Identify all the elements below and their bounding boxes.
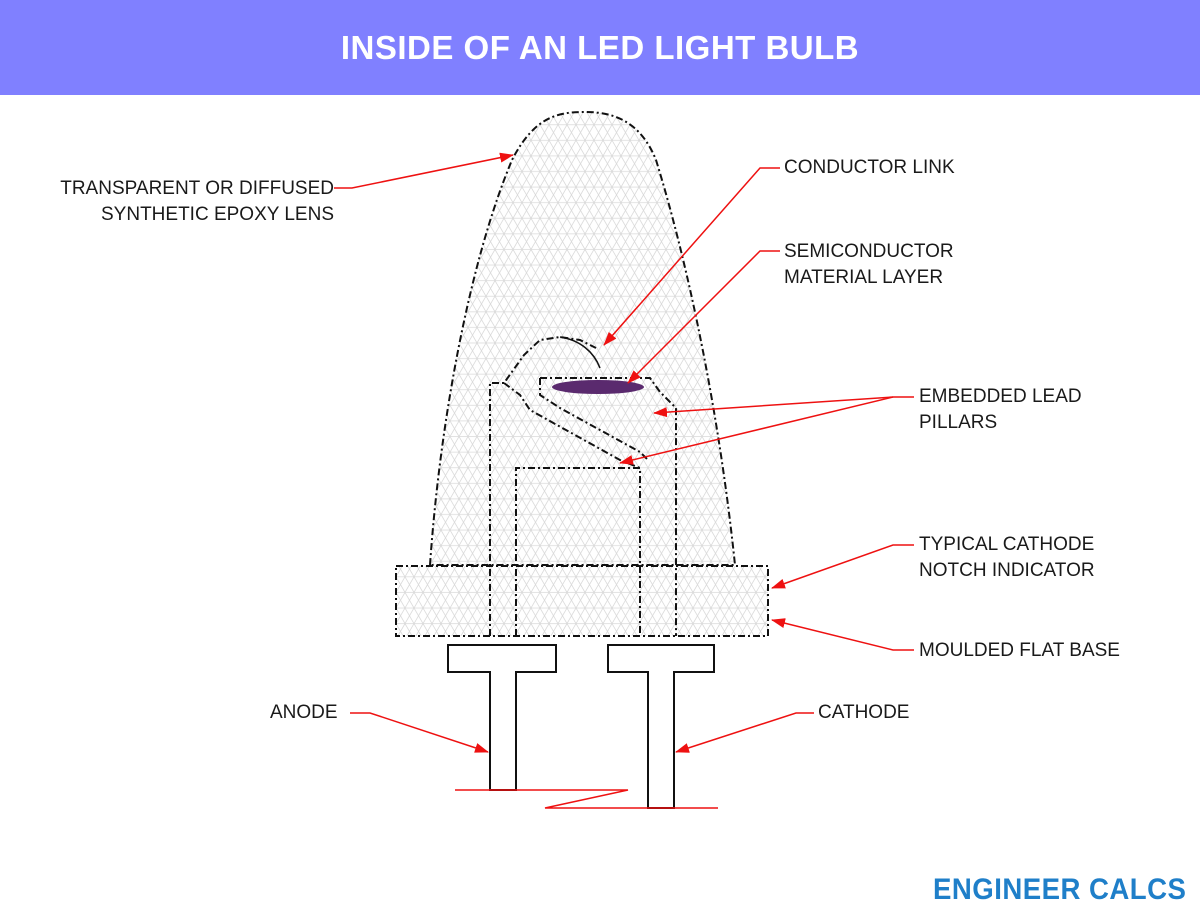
label-cathode-notch: TYPICAL CATHODE NOTCH INDICATOR bbox=[919, 534, 1095, 581]
leader-pillars-2 bbox=[619, 396, 894, 465]
leader-conductor-link bbox=[603, 167, 780, 346]
cathode-cup-inner bbox=[539, 378, 649, 461]
label-epoxy-lens: TRANSPARENT OR DIFFUSED SYNTHETIC EPOXY … bbox=[60, 178, 334, 225]
leader-notch bbox=[771, 544, 914, 589]
label-lead-pillars: EMBEDDED LEAD PILLARS bbox=[919, 386, 1082, 433]
leader-semiconductor bbox=[627, 250, 780, 384]
label-anode: ANODE bbox=[270, 702, 338, 723]
label-semiconductor: SEMICONDUCTOR MATERIAL LAYER bbox=[784, 241, 954, 288]
leader-anode bbox=[350, 712, 489, 753]
anode-pillar-inner bbox=[515, 467, 641, 636]
label-cathode: CATHODE bbox=[818, 702, 910, 723]
semiconductor-layer bbox=[552, 380, 644, 394]
title-banner: INSIDE OF AN LED LIGHT BULB bbox=[0, 0, 1200, 95]
leader-cathode bbox=[675, 712, 814, 753]
anode-pillar bbox=[489, 335, 597, 636]
cathode-pillar bbox=[540, 377, 677, 636]
label-conductor-link: CONDUCTOR LINK bbox=[784, 157, 955, 178]
epoxy-lens bbox=[428, 110, 737, 566]
leader-base bbox=[771, 618, 914, 651]
label-moulded-base: MOULDED FLAT BASE bbox=[919, 640, 1120, 661]
break-line bbox=[455, 789, 718, 809]
leader-lens bbox=[334, 152, 514, 189]
cathode-lead bbox=[607, 644, 715, 809]
brand-logo: ENGINEER CALCS bbox=[932, 873, 1186, 906]
conductor-link-wire bbox=[559, 336, 601, 369]
anode-lead bbox=[447, 644, 557, 791]
moulded-base bbox=[395, 565, 769, 637]
page-title: INSIDE OF AN LED LIGHT BULB bbox=[340, 28, 860, 66]
